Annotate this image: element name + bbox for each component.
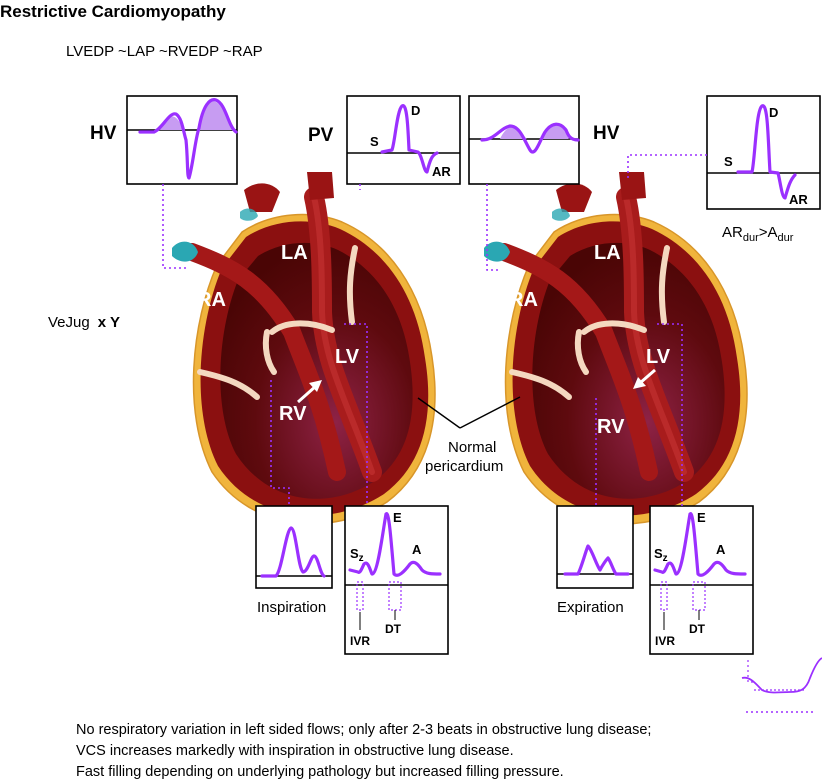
- vejug-bold-text: x Y: [98, 314, 120, 331]
- a-sub-text: dur: [778, 232, 794, 244]
- inspiration-panel: [255, 505, 333, 589]
- chamber-rv-left: RV: [279, 403, 307, 425]
- pressure-subtitle: LVEDP ~LAP ~RVEDP ~RAP: [66, 43, 263, 60]
- chamber-la-right: LA: [594, 242, 621, 264]
- heart-left: [172, 172, 435, 524]
- ar-dur-label: ARdur>Adur: [722, 224, 794, 244]
- pv-ar-label: AR: [432, 164, 451, 179]
- chamber-la-left: LA: [281, 242, 308, 264]
- mitral-left-dt-label: DT: [385, 622, 402, 636]
- expiration-label: Expiration: [557, 599, 624, 616]
- mitral-left-s-label: Sz: [350, 546, 364, 564]
- expiration-panel: [556, 505, 634, 589]
- pv-d-label: D: [411, 103, 420, 118]
- chamber-lv-left: LV: [335, 346, 360, 368]
- mitral-left-e-label: E: [393, 510, 402, 525]
- small-trace: [741, 657, 822, 713]
- diagram-title: Restrictive Cardiomyopathy: [0, 2, 226, 21]
- ar-gt-text: >A: [759, 224, 778, 241]
- mitral-right-dt-label: DT: [689, 622, 706, 636]
- hv2-s-label: S: [724, 154, 733, 169]
- mitral-left-ivr-label: IVR: [350, 634, 370, 648]
- hv2-ar-label: AR: [789, 192, 808, 207]
- mitral-left-a-label: A: [412, 542, 422, 557]
- arrow-right-heart: [633, 368, 656, 389]
- hv2-panel: S D AR: [706, 95, 821, 210]
- mitral-right-s-text: S: [654, 546, 663, 561]
- inspiration-lead: [270, 380, 290, 506]
- hv-right-label: HV: [593, 123, 620, 144]
- pericardium-label-2: pericardium: [425, 458, 503, 475]
- mitral-right-panel: Sz E A IVR DT: [649, 505, 754, 655]
- hv-right-lead: [486, 184, 500, 271]
- mitral-right-a-label: A: [716, 542, 726, 557]
- note-line-2: VCS increases markedly with inspiration …: [76, 743, 514, 759]
- heart-right: [484, 172, 747, 524]
- pv-label: PV: [308, 125, 334, 146]
- pericardium-pointers: [417, 396, 521, 429]
- chamber-lv-right: LV: [646, 346, 671, 368]
- note-line-1: No respiratory variation in left sided f…: [76, 722, 652, 738]
- mitral-right-e-label: E: [697, 510, 706, 525]
- note-line-3: Fast filling depending on underlying pat…: [76, 764, 564, 780]
- pericardium-label-1: Normal: [448, 439, 496, 456]
- mitral-right-s-sub-text: z: [663, 553, 668, 564]
- pv-panel: S D AR: [346, 95, 461, 185]
- chamber-ra-left: RA: [197, 289, 226, 311]
- hv2-d-label: D: [769, 105, 778, 120]
- ar-main-text: AR: [722, 224, 743, 241]
- chamber-rv-right: RV: [597, 416, 625, 438]
- hv-left-lead: [162, 184, 188, 269]
- vejug-text: VeJug: [48, 314, 90, 331]
- mitral-right-ivr-label: IVR: [655, 634, 675, 648]
- mitral-left-panel: Sz E A IVR DT: [344, 505, 449, 655]
- mitral-left-s-sub-text: z: [359, 553, 364, 564]
- mitral-right-lead: [657, 323, 683, 506]
- vejug-label: VeJug x Y: [48, 314, 120, 331]
- hv-left-panel: [126, 95, 238, 185]
- chamber-ra-right: RA: [509, 289, 538, 311]
- mitral-left-s-text: S: [350, 546, 359, 561]
- hv-right-panel: [468, 95, 580, 185]
- arrow-left-heart: [297, 380, 322, 404]
- pv-s-label: S: [370, 134, 379, 149]
- hv-left-label: HV: [90, 123, 117, 144]
- inspiration-label: Inspiration: [257, 599, 326, 616]
- mitral-right-s-label: Sz: [654, 546, 668, 564]
- ar-sub-text: dur: [743, 232, 759, 244]
- hv2-lead: [627, 154, 707, 180]
